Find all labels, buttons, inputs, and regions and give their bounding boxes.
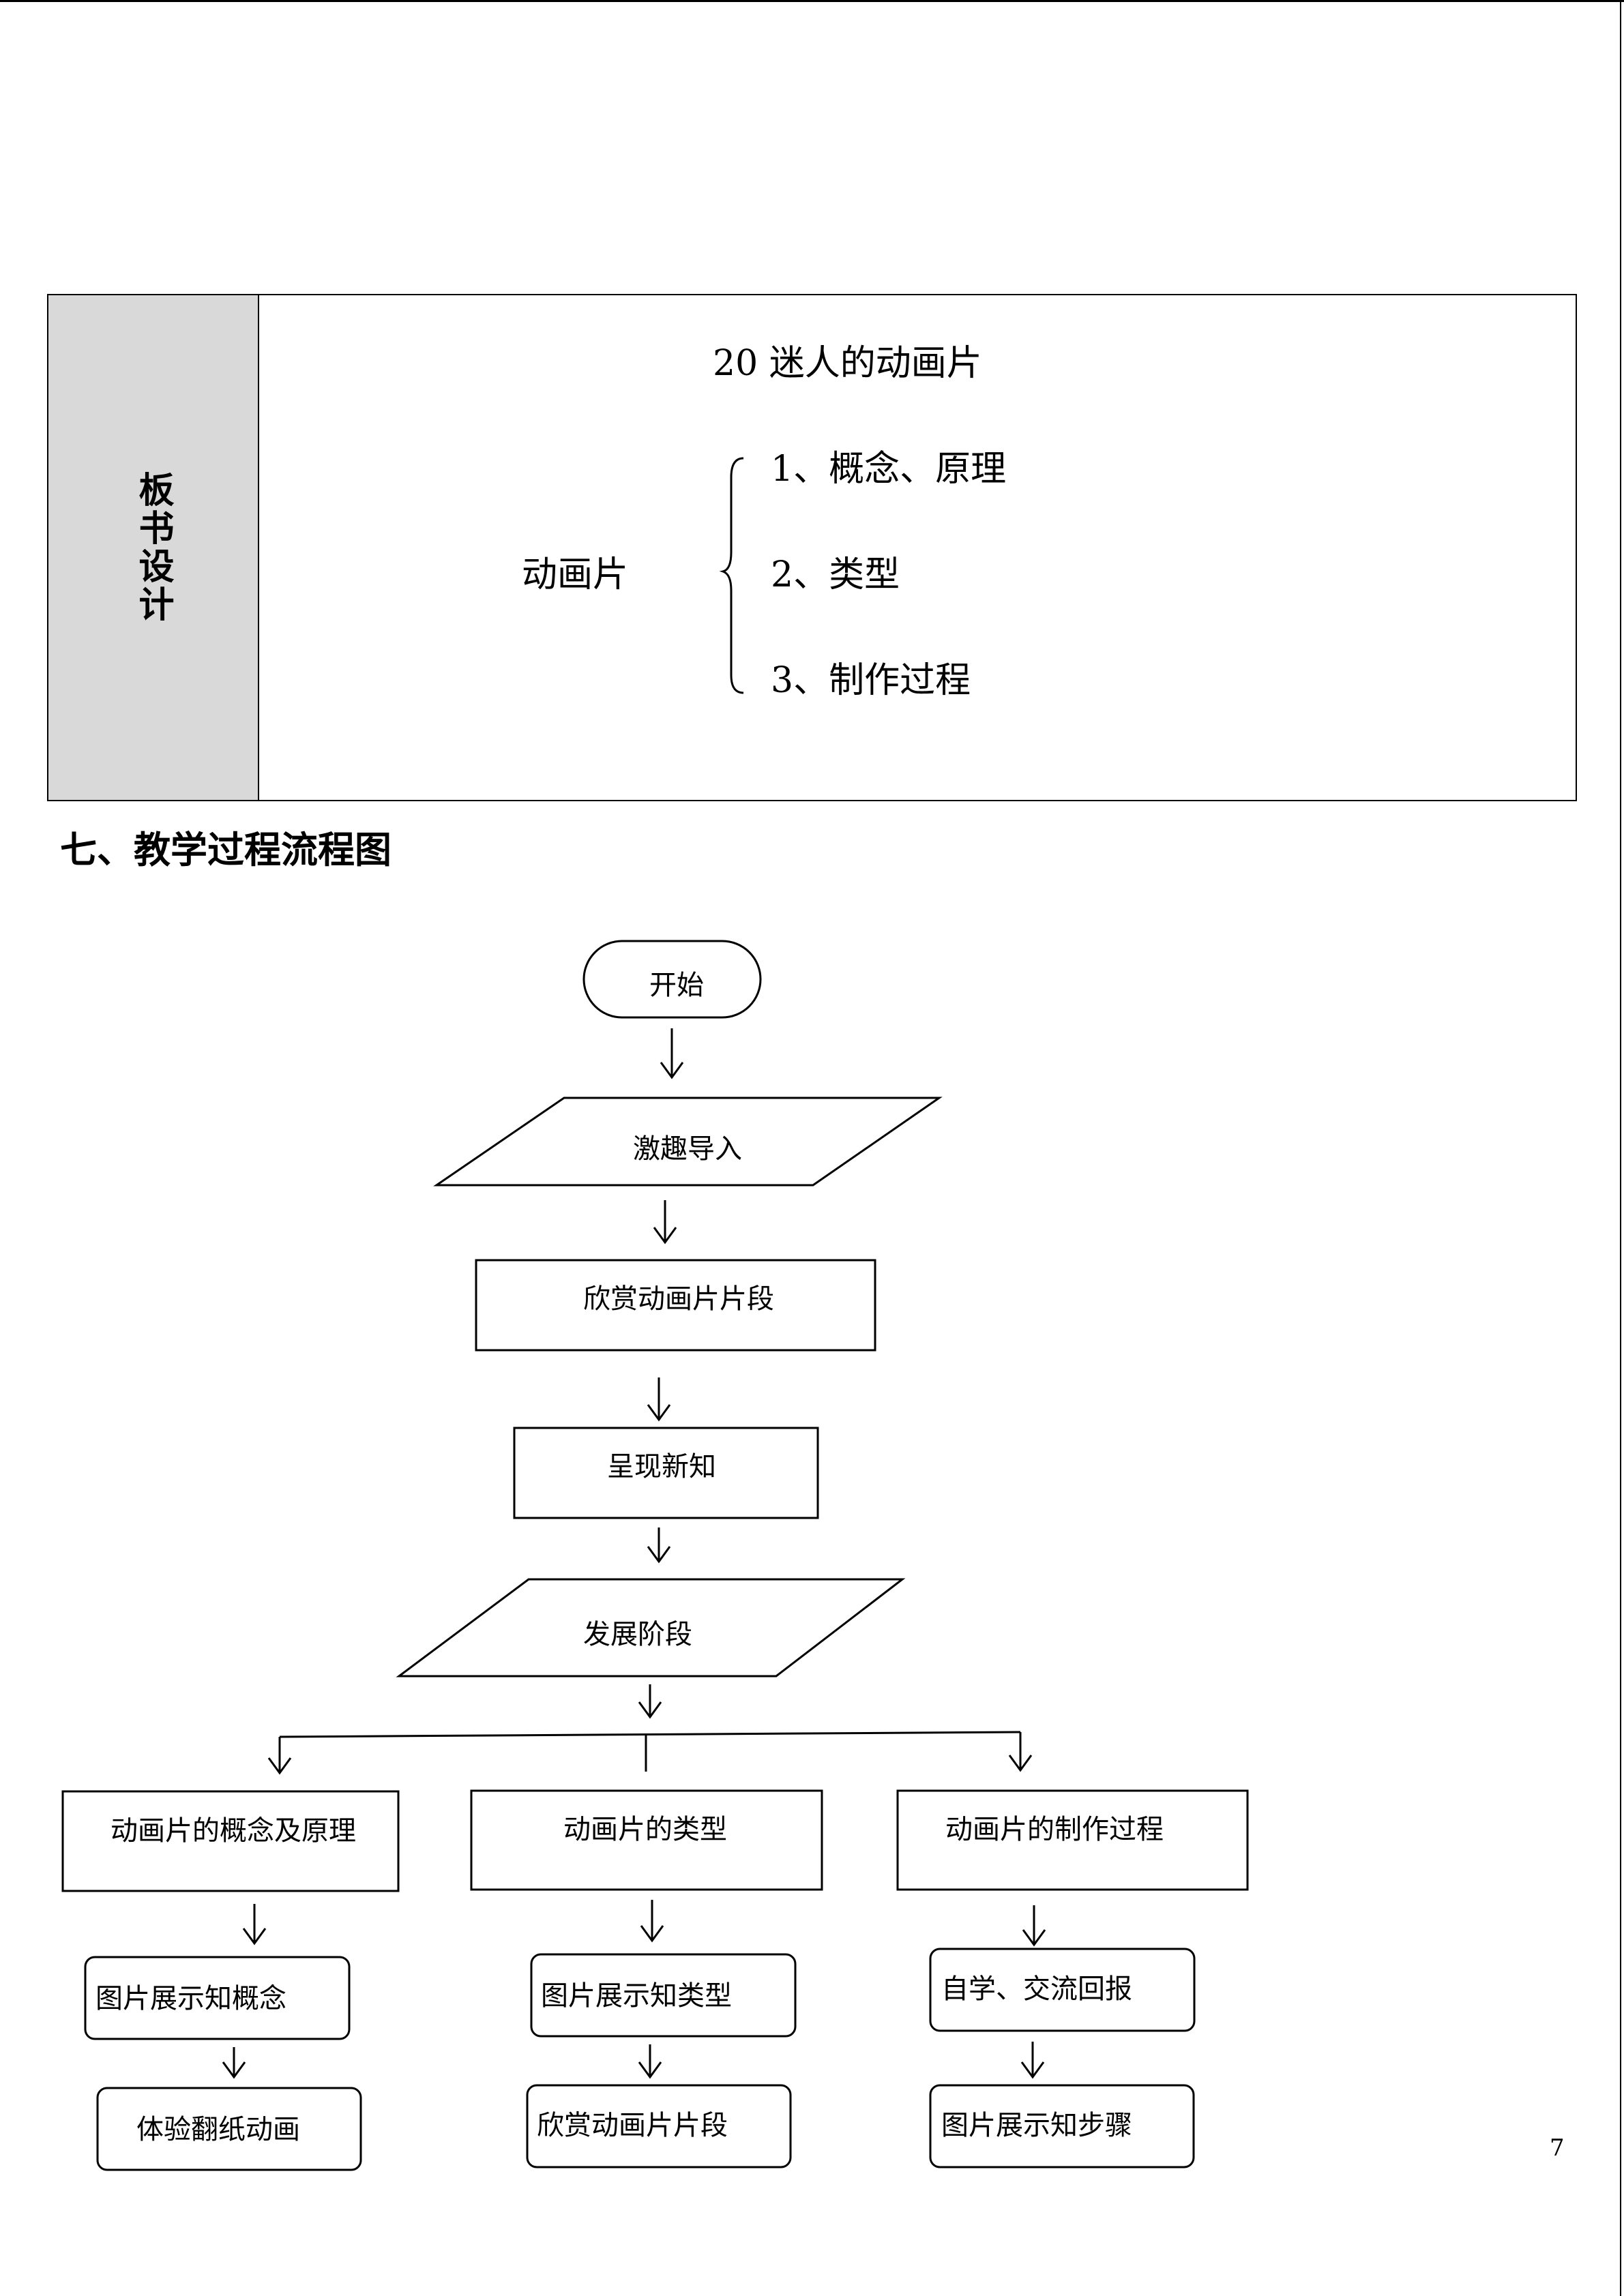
arrow-b3-step2 <box>1020 2042 1045 2079</box>
board-design-label: 板书设计 <box>132 471 173 624</box>
top-border-line <box>0 0 1624 2</box>
intro-label: 激趣导入 <box>633 1133 742 1165</box>
branch-3-step1-node <box>929 1948 1196 2032</box>
develop-node <box>396 1578 906 1678</box>
arrow-branch-right <box>1008 1732 1033 1772</box>
branch-2-title-node <box>470 1789 823 1891</box>
page-number: 7 <box>1550 2134 1565 2162</box>
start-node <box>582 940 762 1019</box>
branch-2-step1: 图片展示知类型 <box>541 1980 732 2012</box>
branch-1-step1: 图片展示知概念 <box>95 1983 286 2014</box>
branch-2-step2: 欣赏动画片片段 <box>537 2110 728 2141</box>
arrow-intro-appreciate <box>653 1200 677 1244</box>
branch-1-title: 动画片的概念及原理 <box>110 1815 356 1847</box>
board-item-1: 1、概念、原理 <box>771 449 1007 490</box>
curly-brace <box>719 457 744 694</box>
branch-3-title-node <box>896 1789 1249 1891</box>
arrow-develop-branch <box>638 1684 662 1719</box>
appreciate-node <box>475 1259 876 1352</box>
present-label: 呈现新知 <box>607 1451 716 1482</box>
arrow-b1-step1 <box>242 1904 267 1945</box>
arrow-appreciate-present <box>647 1377 671 1422</box>
board-topic: 动画片 <box>522 554 629 595</box>
arrow-present-develop <box>647 1527 671 1564</box>
board-item-3: 3、制作过程 <box>771 660 971 701</box>
branch-1-step2: 体验翻纸动画 <box>136 2114 300 2145</box>
board-title: 20 迷人的动画片 <box>713 343 982 384</box>
arrow-b2-step1 <box>640 1900 664 1943</box>
branch-2-title: 动画片的类型 <box>563 1814 727 1845</box>
arrow-start-intro <box>660 1028 684 1079</box>
branch-3-step1: 自学、交流回报 <box>941 1973 1132 2005</box>
start-label: 开始 <box>649 970 704 1001</box>
arrow-branch-left <box>267 1737 292 1775</box>
arrow-b2-step2 <box>638 2044 662 2079</box>
branch-2-step1-node <box>530 1953 797 2038</box>
intro-node <box>433 1097 943 1187</box>
board-design-table: 板书设计 <box>47 294 1577 801</box>
branch-1-step1-node <box>84 1956 351 2040</box>
section-heading: 七、教学过程流程图 <box>60 829 392 871</box>
appreciate-label: 欣赏动画片片段 <box>583 1283 774 1315</box>
board-item-2: 2、类型 <box>771 554 900 595</box>
present-node <box>513 1427 819 1519</box>
branch-line <box>279 1731 1021 1738</box>
branch-3-title: 动画片的制作过程 <box>945 1814 1164 1845</box>
branch-1-title-node <box>61 1790 400 1892</box>
branch-2-step2-node <box>526 2084 792 2168</box>
branch-3-step2: 图片展示知步骤 <box>941 2110 1132 2141</box>
branch-3-step2-node <box>929 2084 1195 2168</box>
arrow-b1-step2 <box>222 2047 246 2079</box>
board-design-label-cell: 板书设计 <box>48 295 259 800</box>
right-border-line <box>1620 0 1621 2296</box>
branch-1-step2-node <box>96 2087 362 2171</box>
arrow-b3-step1 <box>1022 1905 1046 1947</box>
develop-label: 发展阶段 <box>583 1619 692 1650</box>
